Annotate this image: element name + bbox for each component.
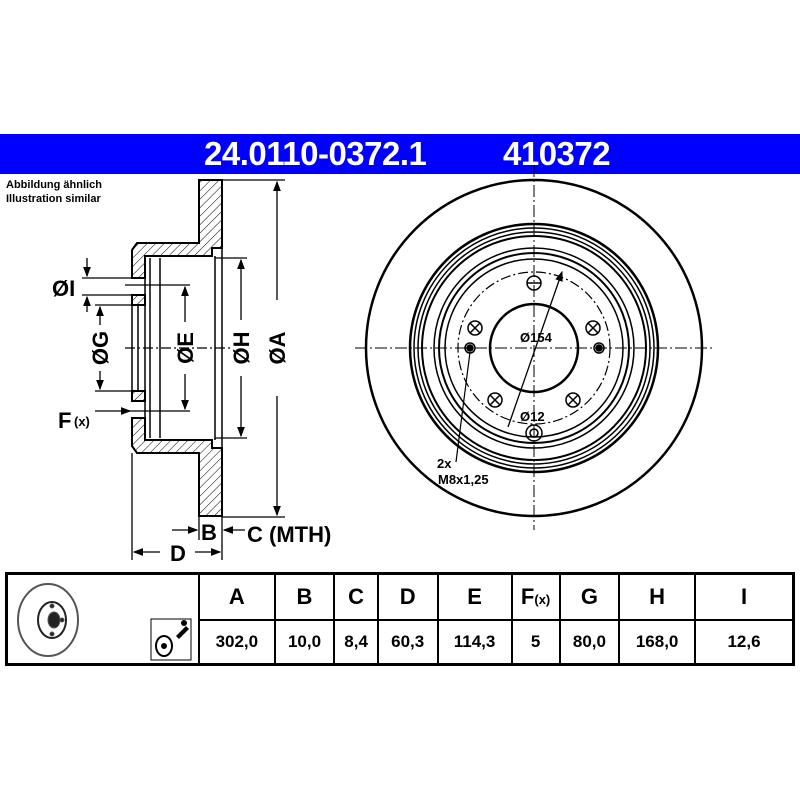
col-header-F-sub: (x) <box>534 592 551 607</box>
title-banner: 24.0110-0372.1 410372 <box>0 134 800 174</box>
illustration-note: Abbildung ähnlich Illustration similar <box>6 178 102 206</box>
dimension-lines <box>82 179 285 560</box>
col-header-D: D <box>376 572 439 621</box>
thread-label: M8x1,25 <box>438 472 489 487</box>
col-header-C: C <box>333 572 379 621</box>
section-labels: ØI ØG ØE ØH ØA F (x) B C (MTH) D <box>52 276 331 566</box>
bolt-circle-label: Ø154 <box>520 330 553 345</box>
part-number: 24.0110-0372.1 <box>204 135 427 172</box>
brake-disc-thumbnail-icon <box>17 583 79 657</box>
col-header-A: A <box>198 572 276 621</box>
value-E: 114,3 <box>436 619 513 666</box>
reference-number: 410372 <box>503 135 611 172</box>
col-header-G: G <box>558 572 621 621</box>
spray-coating-icon <box>150 618 192 661</box>
note-german: Abbildung ähnlich <box>6 179 102 191</box>
value-F: 5 <box>510 619 561 666</box>
col-header-I: I <box>694 572 795 621</box>
label-I: ØI <box>52 276 75 301</box>
thread-count-label: 2x <box>437 456 452 471</box>
hat-wall-upper <box>131 294 146 306</box>
label-E: ØE <box>173 332 198 364</box>
value-D: 60,3 <box>376 619 439 666</box>
section-view <box>131 179 223 517</box>
note-english: Illustration similar <box>6 193 101 205</box>
front-labels: Ø154 Ø12 2x M8x1,25 <box>437 330 553 487</box>
thread-holes <box>464 342 605 354</box>
col-header-F-key: F <box>520 584 535 609</box>
value-C: 8,4 <box>333 619 379 666</box>
col-header-B: B <box>273 572 336 621</box>
label-F-sub: (x) <box>74 414 90 429</box>
label-A: ØA <box>265 331 290 364</box>
value-G: 80,0 <box>558 619 621 666</box>
hole-diameter-label: Ø12 <box>520 409 545 424</box>
dimension-table: A B C D E F(x) G H I 302,0 10,0 8,4 60,3… <box>5 572 795 666</box>
front-view <box>355 165 715 530</box>
label-D: D <box>170 541 186 566</box>
col-header-E: E <box>436 572 513 621</box>
thumbnail-cell <box>5 572 200 666</box>
col-header-H: H <box>618 572 696 621</box>
hat-wall-lower <box>131 390 146 402</box>
value-H: 168,0 <box>618 619 696 666</box>
value-I: 12,6 <box>694 619 795 666</box>
label-C: C (MTH) <box>247 522 331 547</box>
value-A: 302,0 <box>198 619 276 666</box>
wheel-bolt-holes <box>467 275 601 442</box>
label-G: ØG <box>88 331 113 365</box>
label-H: ØH <box>229 332 254 365</box>
col-header-F: F(x) <box>510 572 561 621</box>
label-B: B <box>201 520 217 545</box>
value-B: 10,0 <box>273 619 336 666</box>
label-F: F <box>58 408 71 433</box>
